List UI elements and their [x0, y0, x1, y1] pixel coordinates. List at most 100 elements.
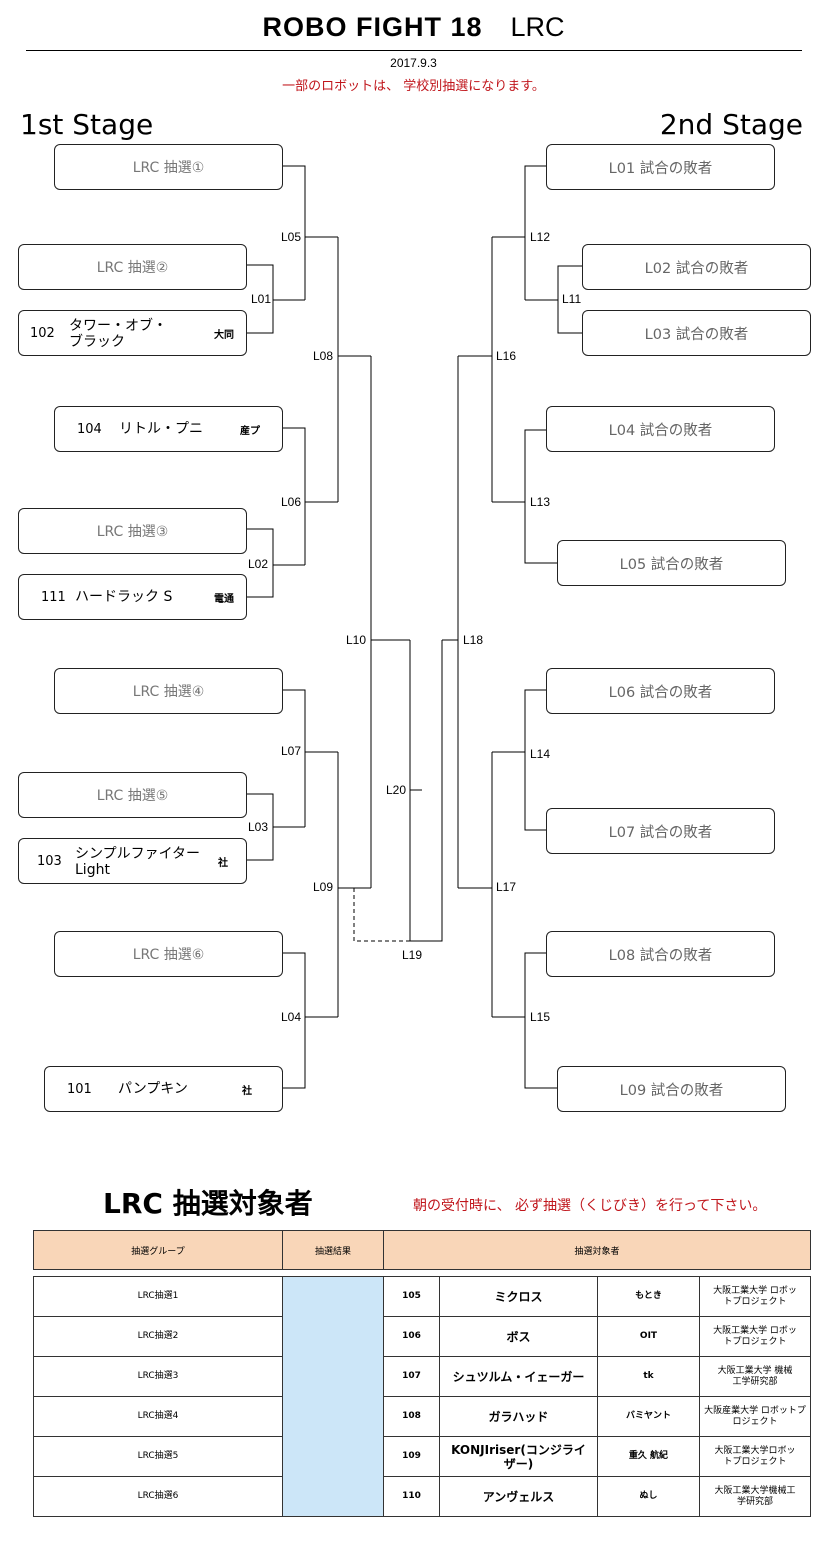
- entry-label: LRC 抽選②: [96, 260, 169, 276]
- robot-number: 102: [30, 325, 55, 341]
- loser-label: L07 試合の敗者: [608, 824, 713, 841]
- bracket-lines: [246, 165, 583, 1089]
- loser-l04: L04 試合の敗者: [546, 406, 775, 452]
- match-label-l07: L07: [280, 744, 303, 758]
- entry-label: LRC 抽選①: [132, 160, 205, 176]
- lottery-school-cell: 大阪工業大学機械工 学研究部: [699, 1476, 811, 1517]
- loser-l09: L09 試合の敗者: [557, 1066, 786, 1112]
- entry-lrc-lottery-3: LRC 抽選③: [18, 508, 247, 554]
- match-label-l05: L05: [280, 230, 303, 244]
- match-label-l14: L14: [529, 747, 552, 761]
- lottery-number-cell: 106: [383, 1316, 440, 1357]
- entry-lrc-lottery-6: LRC 抽選⑥: [54, 931, 283, 977]
- loser-l02: L02 試合の敗者: [582, 244, 811, 290]
- loser-label: L01 試合の敗者: [608, 160, 713, 177]
- match-label-l06: L06: [280, 495, 303, 509]
- lottery-group-cell: LRC抽選6: [33, 1476, 283, 1517]
- robot-name: ハードラック S: [75, 589, 173, 605]
- lottery-group-cell: LRC抽選4: [33, 1396, 283, 1437]
- lottery-school-cell: 大阪工業大学 ロボッ トプロジェクト: [699, 1276, 811, 1317]
- school-abbr: 社: [218, 857, 228, 869]
- robot-name: リトル・プニ: [119, 421, 203, 437]
- lottery-school-cell: 大阪産業大学 ロボットプ ロジェクト: [699, 1396, 811, 1437]
- entry-label: LRC 抽選⑤: [96, 788, 169, 804]
- match-label-l02: L02: [247, 557, 270, 571]
- match-label-l08: L08: [312, 349, 335, 363]
- notice-text: 一部のロボットは、 学校別抽選になります。: [282, 79, 545, 94]
- header-result-label: 抽選結果: [314, 1246, 351, 1257]
- header-group-label: 抽選グループ: [131, 1246, 185, 1257]
- match-label-l03: L03: [247, 820, 270, 834]
- match-label-l20: L20: [385, 783, 408, 797]
- entry-label: LRC 抽選④: [132, 684, 205, 700]
- lottery-result-column[interactable]: [282, 1276, 384, 1517]
- robot-number: 111: [41, 589, 66, 605]
- loser-l07: L07 試合の敗者: [546, 808, 775, 854]
- lottery-group-cell: LRC抽選5: [33, 1436, 283, 1477]
- lottery-group-cell: LRC抽選1: [33, 1276, 283, 1317]
- event-title: ROBO FIGHT 18: [262, 12, 483, 42]
- entry-lrc-lottery-4: LRC 抽選④: [54, 668, 283, 714]
- header-targets-label: 抽選対象者: [574, 1246, 620, 1257]
- lottery-robot-cell: ボス: [439, 1316, 598, 1357]
- lottery-group-cell: LRC抽選3: [33, 1356, 283, 1397]
- match-label-l04: L04: [280, 1010, 303, 1024]
- lottery-owner-cell: tk: [597, 1356, 700, 1397]
- school-abbr: 産プ: [240, 425, 260, 437]
- lottery-owner-cell: ぬし: [597, 1476, 700, 1517]
- school-abbr: 大同: [214, 329, 234, 341]
- title-rule: [26, 50, 802, 51]
- lottery-section-title: LRC 抽選対象者: [103, 1187, 313, 1220]
- school-abbr: 電通: [214, 593, 234, 605]
- lottery-robot-cell: KONJIriser(コンジライ ザー): [439, 1436, 598, 1477]
- robot-name: シンプルファイター Light: [75, 846, 201, 878]
- loser-l05: L05 試合の敗者: [557, 540, 786, 586]
- entry-lrc-lottery-1: LRC 抽選①: [54, 144, 283, 190]
- lottery-school-cell: 大阪工業大学 機械 工学研究部: [699, 1356, 811, 1397]
- entry-lrc-lottery-5: LRC 抽選⑤: [18, 772, 247, 818]
- loser-label: L09 試合の敗者: [619, 1082, 724, 1099]
- match-label-l09: L09: [312, 880, 335, 894]
- lottery-number-cell: 105: [383, 1276, 440, 1317]
- lottery-note: 朝の受付時に、 必ず抽選（くじびき）を行って下さい。: [413, 1198, 767, 1214]
- entry-label: LRC 抽選③: [96, 524, 169, 540]
- loser-label: L04 試合の敗者: [608, 422, 713, 439]
- division-title: LRC: [510, 12, 565, 42]
- entry-104: 104 リトル・プニ 産プ: [54, 406, 283, 452]
- match-label-l12: L12: [529, 230, 552, 244]
- entry-103: 103 シンプルファイター Light 社: [18, 838, 247, 884]
- lottery-robot-cell: アンヴェルス: [439, 1476, 598, 1517]
- match-label-l11: L11: [561, 292, 583, 306]
- loser-l01: L01 試合の敗者: [546, 144, 775, 190]
- event-date: 2017.9.3: [390, 56, 437, 70]
- robot-number: 103: [37, 853, 62, 869]
- lottery-robot-cell: ガラハッド: [439, 1396, 598, 1437]
- lottery-number-cell: 107: [383, 1356, 440, 1397]
- header-targets: 抽選対象者: [383, 1230, 811, 1270]
- header-result: 抽選結果: [282, 1230, 384, 1270]
- lottery-owner-cell: OIT: [597, 1316, 700, 1357]
- lottery-owner-cell: もとき: [597, 1276, 700, 1317]
- loser-label: L06 試合の敗者: [608, 684, 713, 701]
- entry-lrc-lottery-2: LRC 抽選②: [18, 244, 247, 290]
- loser-l03: L03 試合の敗者: [582, 310, 811, 356]
- loser-l06: L06 試合の敗者: [546, 668, 775, 714]
- robot-name: パンプキン: [118, 1081, 188, 1097]
- lottery-school-cell: 大阪工業大学ロボッ トプロジェクト: [699, 1436, 811, 1477]
- entry-label: LRC 抽選⑥: [132, 947, 205, 963]
- entry-102: 102 タワー・オブ・ ブラック 大同: [18, 310, 247, 356]
- stage-right-label: 2nd Stage: [659, 108, 803, 141]
- header-group: 抽選グループ: [33, 1230, 283, 1270]
- match-label-l10: L10: [345, 633, 368, 647]
- robot-name: タワー・オブ・ ブラック: [69, 318, 167, 350]
- loser-label: L08 試合の敗者: [608, 947, 713, 964]
- lottery-owner-cell: 重久 航紀: [597, 1436, 700, 1477]
- match-label-l19: L19: [401, 948, 424, 962]
- lottery-number-cell: 110: [383, 1476, 440, 1517]
- lottery-group-cell: LRC抽選2: [33, 1316, 283, 1357]
- match-label-l01: L01: [250, 292, 273, 306]
- loser-label: L05 試合の敗者: [619, 556, 724, 573]
- page-title: ROBO FIGHT 18 LRC: [0, 12, 827, 43]
- lottery-school-cell: 大阪工業大学 ロボッ トプロジェクト: [699, 1316, 811, 1357]
- loser-l08: L08 試合の敗者: [546, 931, 775, 977]
